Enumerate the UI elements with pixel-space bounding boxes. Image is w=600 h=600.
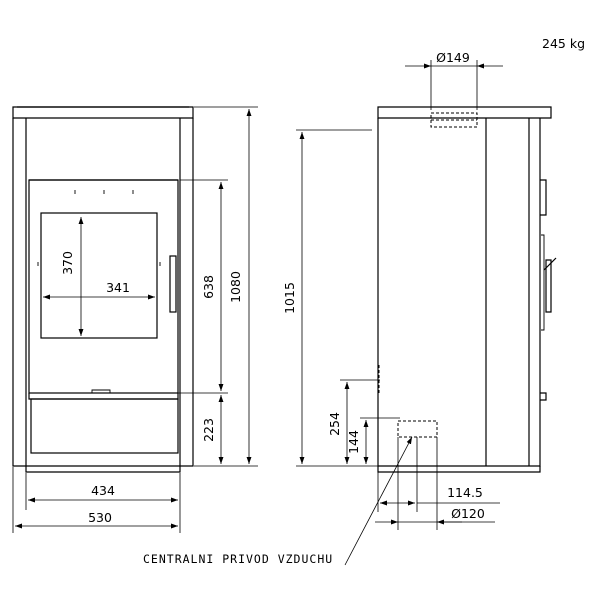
dim-flue-diameter: Ø149 bbox=[436, 50, 470, 65]
dim-side-height: 1015 bbox=[282, 282, 297, 314]
dim-glass-height: 370 bbox=[60, 251, 75, 275]
side-dimensions: 1015 Ø149 254 144 114.5 Ø120 bbox=[282, 50, 503, 566]
dim-total-width: 530 bbox=[88, 510, 112, 525]
dim-inner-width: 434 bbox=[91, 483, 115, 498]
dim-glass-width: 341 bbox=[106, 280, 130, 295]
side-view bbox=[377, 106, 557, 473]
dim-total-height: 1080 bbox=[228, 271, 243, 303]
dim-air-diameter: Ø120 bbox=[451, 506, 485, 521]
dim-air-center-height: 144 bbox=[346, 430, 361, 454]
dim-air-inlet-height: 254 bbox=[327, 412, 342, 436]
dim-air-offset: 114.5 bbox=[447, 485, 483, 500]
front-dimensions: 370 341 638 223 1080 434 530 bbox=[12, 106, 258, 533]
front-view bbox=[12, 106, 194, 473]
central-air-supply-callout: CENTRALNI PRIVOD VZDUCHU bbox=[143, 552, 333, 566]
weight-label: 245 kg bbox=[542, 36, 585, 51]
dim-base-height: 223 bbox=[201, 418, 216, 442]
dim-door-height: 638 bbox=[201, 275, 216, 299]
